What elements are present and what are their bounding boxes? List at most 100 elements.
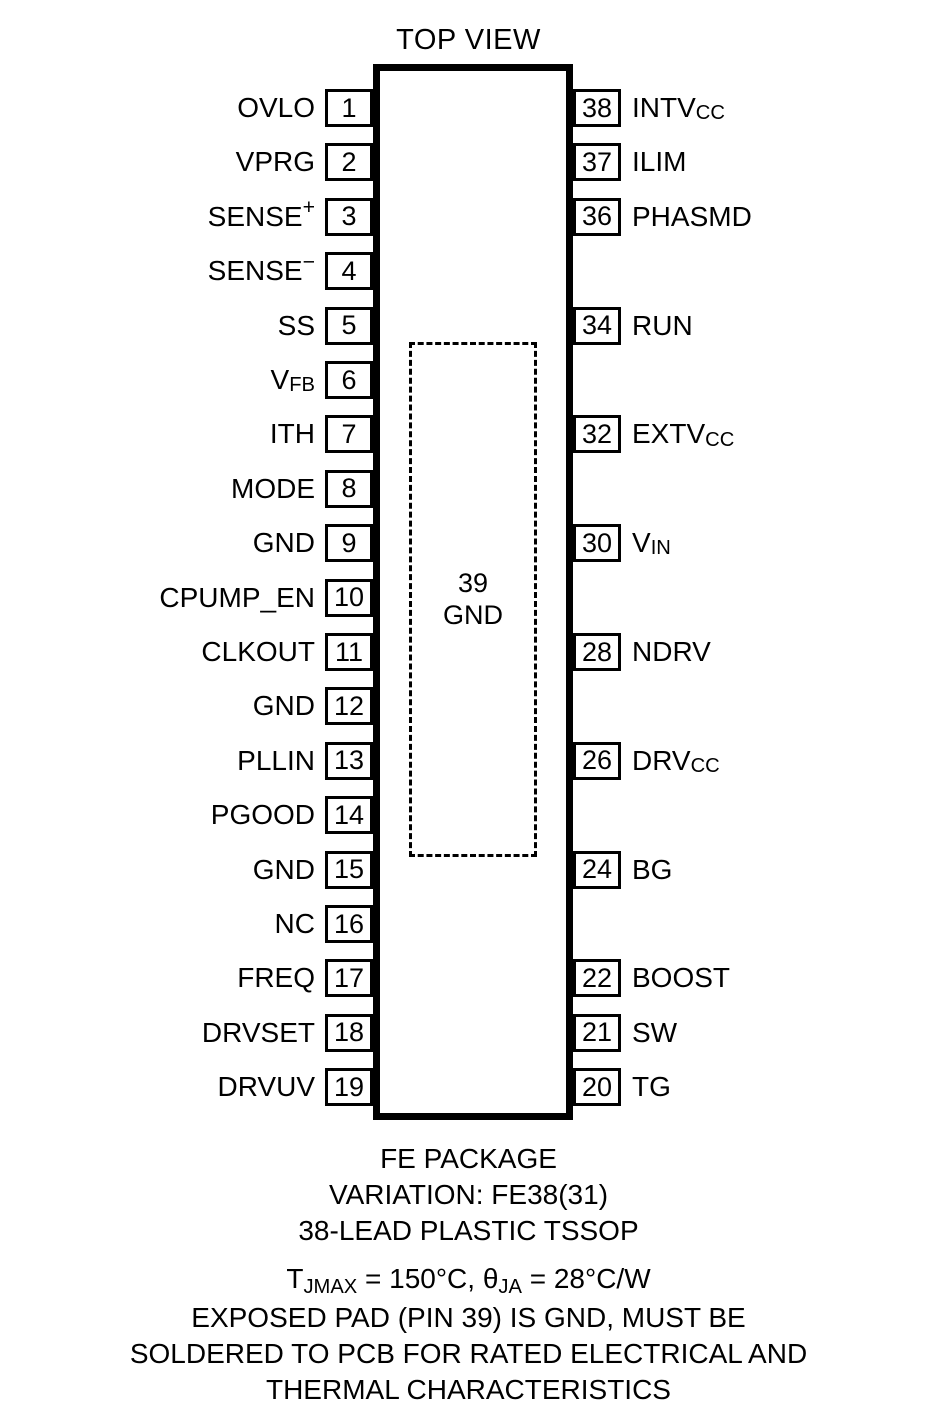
pin-name-subscript: CC [705, 428, 735, 451]
theta-ja-subscript: JA [498, 1276, 522, 1299]
pin-number-box-28: 28 [573, 633, 621, 671]
pin-name-text: EXTV [632, 418, 706, 450]
footer-package-info: FE PACKAGE VARIATION: FE38(31) 38-LEAD P… [0, 1141, 937, 1249]
pin-number-box-12: 12 [325, 687, 373, 726]
pin-number-box-32: 32 [573, 415, 621, 454]
exposed-pad-region: 39 GND [409, 342, 537, 857]
pin-name-text: BG [632, 853, 673, 885]
pin-number-box-14: 14 [325, 796, 373, 835]
pin-name-text: PLLIN [237, 744, 315, 776]
pin-label-11: CLKOUT [201, 633, 315, 671]
pin-number-text: 1 [341, 92, 357, 123]
pin-name-text: ITH [269, 418, 315, 450]
pin-label-36: PHASMD [632, 198, 752, 236]
pin-name-text: SENSE [207, 255, 303, 287]
pin-number-text: 32 [581, 418, 613, 449]
pin-number-box-37: 37 [573, 143, 621, 182]
pin-label-9: GND [253, 524, 315, 562]
pin-name-text: ILIM [632, 146, 687, 178]
pin-name-subscript: FB [289, 374, 315, 397]
pin-number-box-16: 16 [325, 905, 373, 943]
pin-name-superscript: − [302, 249, 315, 274]
top-view-title: TOP VIEW [396, 24, 541, 56]
pin-number-box-9: 9 [325, 524, 373, 563]
pin-number-text: 6 [341, 364, 357, 395]
pin-name-text: DRV [632, 744, 691, 776]
pin-label-12: GND [253, 687, 315, 725]
pin-name-text: OVLO [237, 92, 315, 123]
pin-name-text: MODE [231, 472, 315, 504]
pin-number-text: 37 [581, 146, 613, 177]
pin-label-5: SS [278, 307, 315, 345]
pin-name-text: INTV [632, 92, 696, 123]
pin-number-box-8: 8 [325, 469, 373, 508]
pin-number-text: 7 [341, 418, 357, 449]
pin-label-8: MODE [231, 470, 315, 508]
pin-number-text: 10 [333, 582, 365, 613]
footer-line-thermal-spec: TJMAX = 150°C, θJA = 28°C/W [0, 1261, 937, 1300]
pin-name-text: GND [252, 853, 315, 885]
pin-number-text: 3 [341, 201, 357, 232]
pin-name-text: CPUMP_EN [159, 581, 315, 613]
package-body-outline [373, 64, 573, 1120]
pin-name-text: GND [252, 690, 315, 722]
pin-number-text: 4 [341, 255, 357, 286]
pin-name-text: NDRV [632, 636, 711, 667]
pin-number-box-18: 18 [325, 1013, 373, 1052]
pin-number-box-36: 36 [573, 197, 621, 236]
tjmax-symbol: T [286, 1263, 304, 1294]
pin-number-text: 38 [581, 92, 613, 123]
thermal-suffix-text: = 28°C/W [521, 1263, 651, 1294]
pin-name-text: SENSE [207, 200, 303, 232]
pin-label-16: NC [275, 905, 315, 943]
pin-number-text: 12 [333, 690, 365, 721]
pin-number-box-21: 21 [573, 1013, 621, 1052]
pin-label-20: TG [632, 1068, 671, 1106]
pin-number-box-7: 7 [325, 415, 373, 454]
pin-number-box-30: 30 [573, 524, 621, 563]
pin-number-box-4: 4 [325, 252, 373, 291]
pin-name-text: DRVUV [217, 1071, 315, 1103]
pin-label-24: BG [632, 851, 672, 889]
pin-number-text: 11 [334, 636, 364, 667]
pin-number-text: 26 [581, 745, 613, 776]
pin-number-box-15: 15 [325, 850, 373, 889]
footer-line-leadcount: 38-LEAD PLASTIC TSSOP [298, 1215, 639, 1246]
pin-number-text: 18 [333, 1017, 365, 1048]
pin-name-subscript: CC [690, 754, 720, 777]
pin-number-text: 9 [341, 527, 357, 558]
pin-number-text: 22 [581, 962, 613, 993]
thermal-mid-text: = 150°C, θ [357, 1263, 499, 1294]
pin-name-text: NC [274, 908, 315, 939]
pin-number-text: 14 [333, 799, 365, 830]
footer-line-variation: VARIATION: FE38(31) [328, 1179, 609, 1210]
pin-name-text: DRVSET [201, 1016, 315, 1048]
pin-label-7: ITH [270, 415, 315, 453]
pin-name-text: SS [277, 309, 315, 341]
pin-name-text: BOOST [632, 962, 731, 994]
pin-number-text: 21 [581, 1017, 613, 1048]
pin-label-17: FREQ [237, 959, 315, 997]
pin-number-text: 30 [581, 527, 613, 558]
pin-number-box-11: 11 [325, 633, 373, 671]
pin-number-text: 13 [333, 745, 365, 776]
pin-number-box-3: 3 [325, 197, 373, 236]
pin-name-text: GND [252, 527, 315, 559]
pin-number-text: 28 [581, 636, 613, 667]
pin-label-1: OVLO [237, 89, 315, 127]
pin-number-box-38: 38 [573, 89, 621, 127]
pin-label-18: DRVSET [202, 1014, 315, 1052]
pin-number-box-17: 17 [325, 959, 373, 998]
pin-number-text: 20 [581, 1071, 613, 1102]
pin-label-4: SENSE− [207, 249, 315, 290]
exposed-pad-label: GND [443, 599, 503, 630]
pin-name-subscript: CC [695, 102, 725, 125]
pin-number-box-19: 19 [325, 1068, 373, 1107]
pin-number-text: 2 [341, 146, 357, 177]
footer-line-package: FE PACKAGE [380, 1143, 557, 1174]
